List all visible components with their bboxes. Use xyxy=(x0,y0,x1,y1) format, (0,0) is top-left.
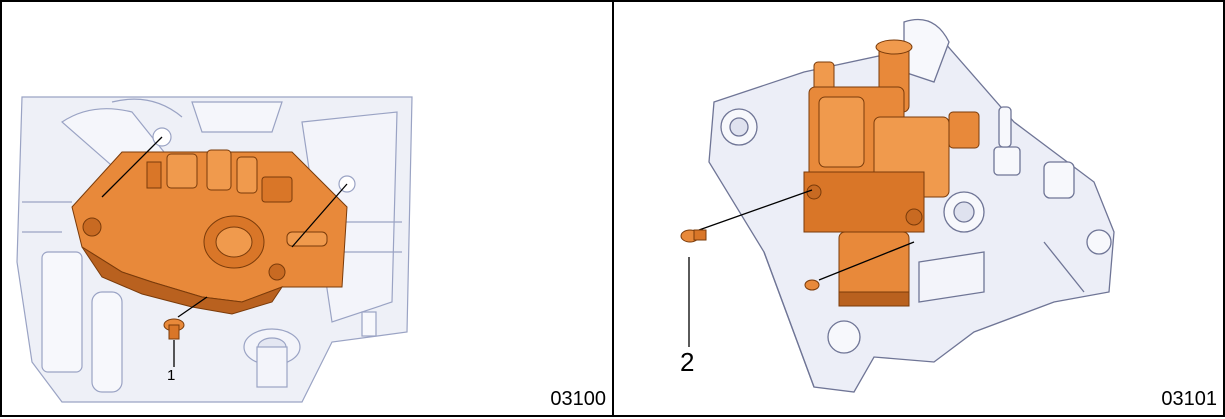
figure-panel-03100: 1 03100 xyxy=(0,0,614,417)
figure-code: 03100 xyxy=(550,388,606,410)
callout-label-2: 2 xyxy=(680,347,695,377)
callout-label-1: 1 xyxy=(167,367,176,384)
solenoid-assembly xyxy=(803,39,980,307)
figure-panel-03101: 2 03101 xyxy=(612,0,1225,417)
bolt-3 xyxy=(804,279,820,291)
engine-illustration-left xyxy=(16,96,413,403)
bolt-1 xyxy=(163,318,185,340)
engine-illustration-right xyxy=(680,18,1115,393)
figure-code: 03101 xyxy=(1161,388,1217,410)
pump-assembly xyxy=(71,149,348,315)
bolt-2 xyxy=(680,229,707,243)
